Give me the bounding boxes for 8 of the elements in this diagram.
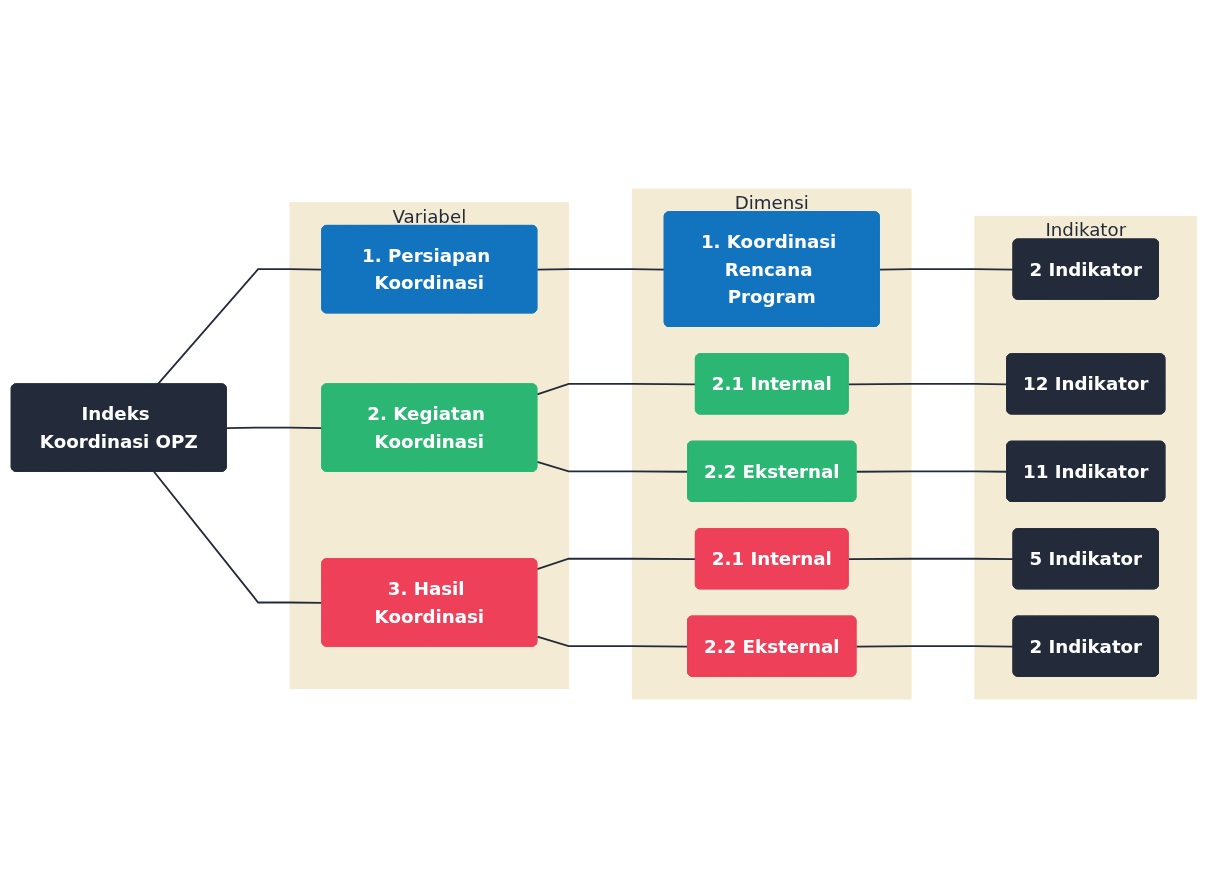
connector	[878, 268, 1015, 271]
connector	[847, 557, 1015, 561]
connector	[536, 460, 689, 473]
connector	[536, 557, 697, 571]
connector	[855, 645, 1015, 648]
connector	[536, 382, 697, 396]
connector	[536, 268, 666, 271]
connector	[536, 635, 689, 648]
